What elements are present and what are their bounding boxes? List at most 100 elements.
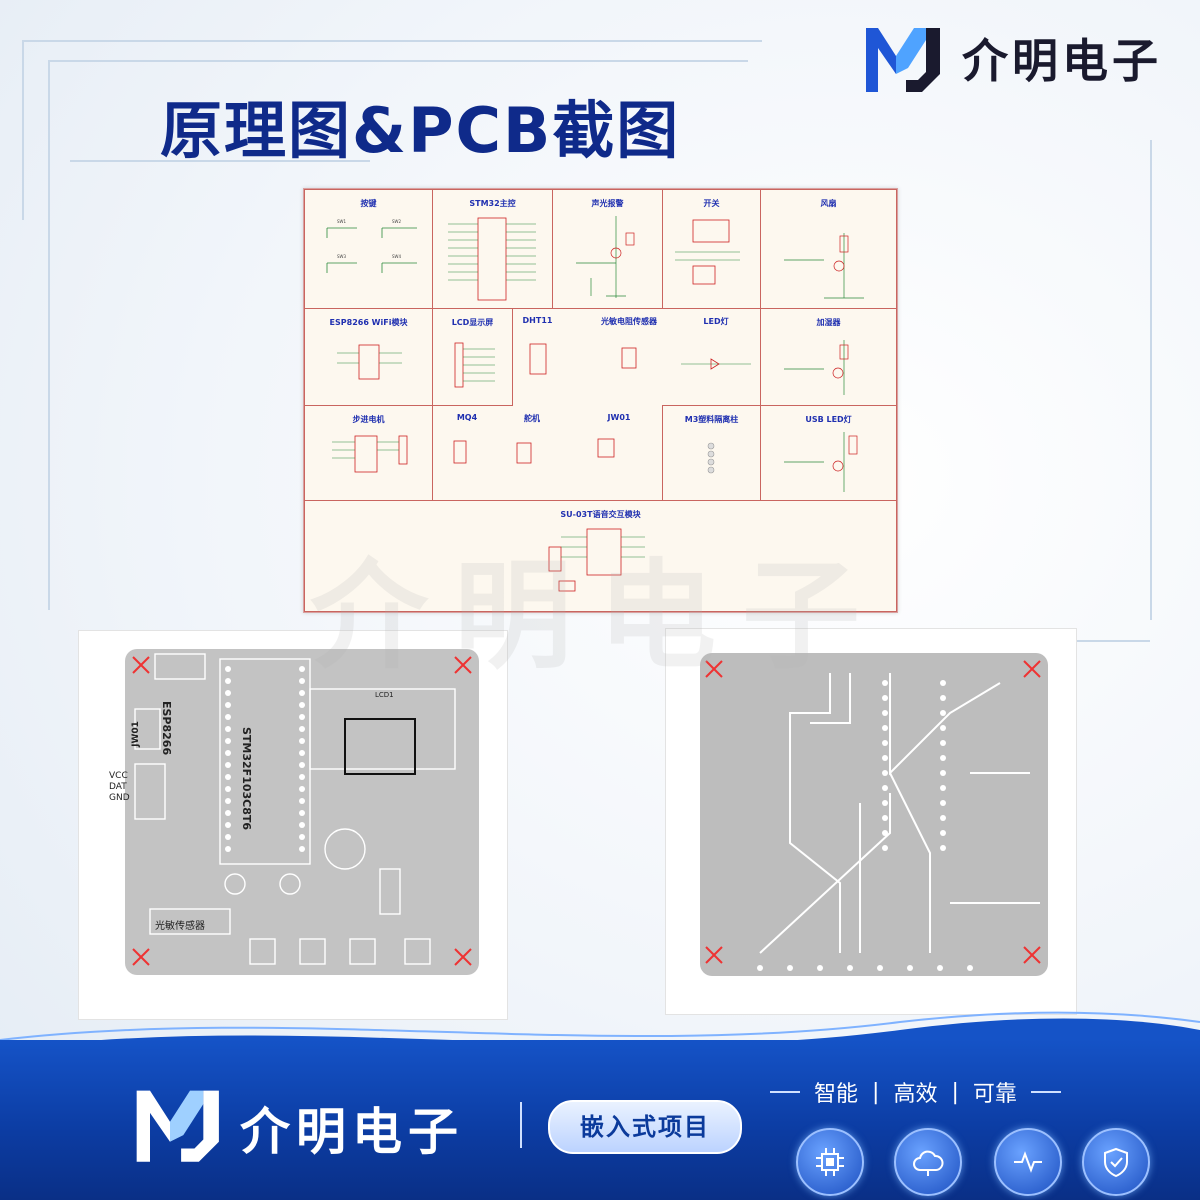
schematic-cell-photoresistor: 光敏电阻传感器 [594,308,664,406]
svg-text:SW2: SW2 [392,219,401,224]
schematic-cell-humidifier: 加湿器 [760,308,897,406]
cell-title: MQ4 [456,413,478,422]
cell-title: SU-03T语音交互模块 [560,510,641,519]
project-type-badge: 嵌入式项目 [548,1100,742,1154]
schematic-cell-usb-led: USB LED灯 [760,405,897,501]
schematic-cell-stepper: 步进电机 [304,405,433,501]
cell-title: 舵机 [524,414,540,423]
schematic-cell-su03t: SU-03T语音交互模块 [304,500,897,612]
pcb-label-esp8266: ESP8266 [160,701,173,756]
mj-logo-icon [136,1090,219,1162]
cell-title: USB LED灯 [805,415,852,424]
schematic-cell-stm32: STM32主控 [432,189,553,309]
cell-title: 光敏电阻传感器 [601,317,657,326]
circuit-line [70,160,370,162]
circuit-line [48,60,748,62]
slogan-dash [1030,1091,1061,1093]
jw01-graphic [597,438,615,458]
schematic-cell-esp8266: ESP8266 WiFi模块 [304,308,433,406]
slogan-dash [770,1091,800,1093]
pcb-front-silkscreen [132,653,472,966]
pcb-label-light-sensor: 光敏传感器 [155,921,205,932]
photoresistor-graphic [621,347,637,369]
schematic-cell-jw01: JW01 [584,405,654,501]
fan-circuit-graphic [784,233,864,299]
mq4-graphic [453,440,467,464]
slogan-separator: | [872,1079,880,1105]
svg-text:SW3: SW3 [337,254,346,259]
usb-led-circuit-graphic [784,432,858,492]
footer-divider [520,1102,522,1148]
slogan-item-efficient: 高效 [893,1082,938,1107]
cell-title: 声光报警 [591,199,624,208]
pcb-front-board: ESP8266 STM32F103C8T6 JW01 LCD1 光敏传感器 [125,649,479,975]
pcb-pin-labels: VCC DAT GND [109,771,130,804]
schematic-cell-led: LED灯 [676,308,756,406]
slogan-separator: | [951,1079,959,1105]
cell-title: 加湿器 [816,318,841,327]
schematic-cell-servo: 舵机 [502,405,562,501]
circuit-line [48,60,50,610]
led-graphic [681,358,751,370]
svg-text:SW1: SW1 [337,219,346,224]
cell-title: 开关 [703,199,720,208]
circuit-line [1150,140,1152,620]
page-title: 原理图&PCB截图 [160,94,681,167]
slogan: 智能 | 高效 | 可靠 [770,1076,1070,1108]
cell-title: LCD显示屏 [451,318,494,327]
circuit-line [1020,640,1150,642]
pcb-front-view: ESP8266 STM32F103C8T6 JW01 LCD1 光敏传感器 VC… [78,630,508,1020]
slogan-item-reliable: 可靠 [972,1082,1017,1107]
cell-title: 按键 [360,199,377,208]
switch-circuit-graphic [675,219,740,285]
pin-gnd: GND [109,793,130,803]
pin-dat: DAT [109,782,127,792]
cell-title: STM32主控 [469,199,516,208]
pcb-back-view [665,628,1077,1015]
pcb-label-jw01: JW01 [130,721,141,747]
svg-text:SW4: SW4 [392,254,401,259]
esp8266-chip-graphic [337,344,402,380]
schematic-cell-alarm: 声光报警 [552,189,663,309]
cell-title: 步进电机 [352,415,385,424]
pcb-label-stm32: STM32F103C8T6 [240,727,253,831]
cell-title: DHT11 [522,316,553,325]
circuit-line [22,40,762,42]
shield-check-icon [1082,1128,1150,1196]
humidifier-circuit-graphic [784,340,849,395]
lcd-connector-graphic [454,342,495,388]
pulse-icon [994,1128,1062,1196]
schematic-cell-mq4: MQ4 [432,405,502,501]
stepper-driver-graphic [332,435,408,473]
pcb-label-lcd1: LCD1 [375,691,394,699]
brand-header: 介明电子 [862,22,1162,94]
chip-icon [796,1128,864,1196]
cell-title: LED灯 [703,317,729,326]
pcb-back-traces [705,660,1041,971]
circuit-line [22,40,24,220]
slogan-item-smart: 智能 [814,1082,859,1107]
schematic-cell-switch: 开关 [662,189,761,309]
servo-graphic [516,442,532,464]
mj-logo-icon [866,28,940,92]
cloud-icon [894,1128,962,1196]
brand-name: 介明电子 [962,34,1162,88]
schematic-cell-lcd: LCD显示屏 [432,308,513,406]
schematic-cell-dht11: DHT11 [512,308,563,406]
footer-banner: 介明电子 嵌入式项目 智能 | 高效 | 可靠 [0,1040,1200,1200]
stm32-chip-graphic [448,217,536,301]
pin-vcc: VCC [109,771,128,781]
cell-title: 风扇 [820,199,837,208]
standoff-graphic [707,442,715,474]
footer-brand-name: 介明电子 [240,1103,464,1161]
cell-title: JW01 [607,413,631,422]
alarm-circuit-graphic [576,216,635,298]
pcb-back-board [700,653,1048,976]
dht11-graphic [529,343,547,375]
schematic-cell-standoff: M3塑料隔离柱 [662,405,761,501]
cell-title: M3塑料隔离柱 [684,415,739,424]
schematic-cell-fan: 风扇 [760,189,897,309]
